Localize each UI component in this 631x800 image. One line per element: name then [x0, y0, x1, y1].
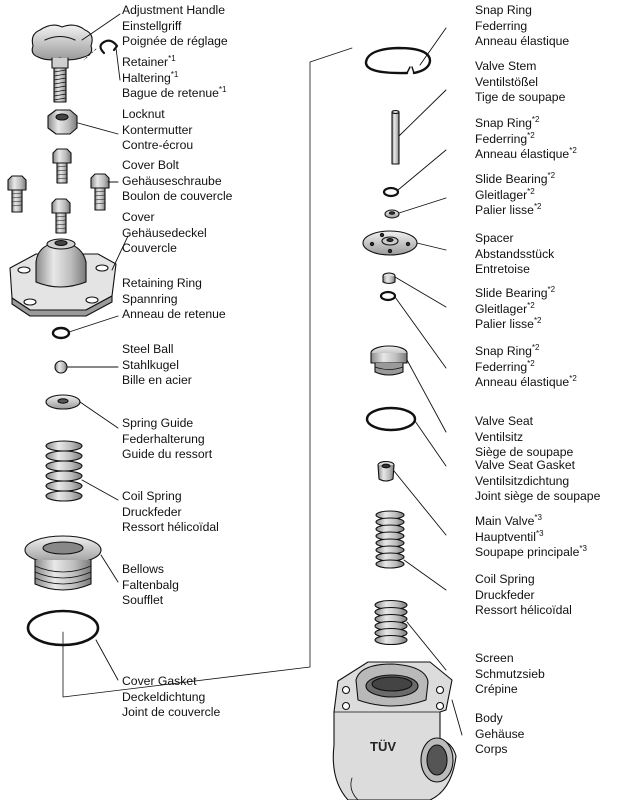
retaining-ring-part: [51, 326, 71, 340]
label-spring-guide: Spring Guide Federhalterung Guide du res…: [122, 416, 213, 462]
label-main-valve: Main Valve*3 Hauptventil*3 Soupape princ…: [475, 512, 587, 560]
label-cover-gasket: Cover Gasket Deckeldichtung Joint de cou…: [122, 674, 221, 720]
adjustment-handle-part: [31, 24, 93, 103]
main-valve-part: [377, 460, 395, 482]
cover-gasket-part: [26, 609, 100, 647]
label-steel-ball: Steel Ball Stahlkugel Bille en acier: [122, 342, 192, 388]
label-retaining-ring: Retaining Ring Spannring Anneau de reten…: [122, 276, 226, 322]
label-screen: Screen Schmutzsieb Crépine: [475, 651, 545, 697]
leader-lines: [66, 13, 463, 736]
label-adjustment-handle: Adjustment Handle Einstellgriff Poignée …: [122, 3, 228, 49]
body-marking: TÜV: [370, 739, 396, 754]
label-spacer: Spacer Abstandsstück Entretoise: [475, 231, 555, 277]
locknut-part: [47, 109, 78, 135]
snap-ring-top-part: [364, 46, 432, 75]
label-slide-bearing-b: Slide Bearing*2 Gleitlager*2 Palier liss…: [475, 284, 556, 332]
spacer-part: [362, 230, 418, 256]
snap-ring-a-part: [382, 186, 400, 198]
label-locknut: Locknut Kontermutter Contre-écrou: [122, 107, 194, 153]
label-valve-seat-gasket: Valve Seat Gasket Ventilsitzdichtung Joi…: [475, 458, 601, 504]
label-slide-bearing-a: Slide Bearing*2 Gleitlager*2 Palier liss…: [475, 170, 556, 218]
label-cover: Cover Gehäusedeckel Couvercle: [122, 210, 207, 256]
label-valve-seat: Valve Seat Ventilsitz Siège de soupape: [475, 414, 574, 460]
cover-bolt-part: [7, 148, 110, 234]
label-snap-ring-b: Snap Ring*2 Federring*2 Anneau élastique…: [475, 342, 577, 390]
slide-bearing-a-part: [384, 209, 400, 219]
routing-line: [62, 47, 353, 698]
label-snap-ring-top: Snap Ring Federring Anneau élastique: [475, 3, 570, 49]
snap-ring-b-part: [379, 290, 397, 302]
steel-ball-part: [54, 360, 68, 374]
spring-guide-part: [45, 394, 81, 410]
screen-part: [374, 599, 408, 646]
label-body: Body Gehäuse Corps: [475, 711, 525, 757]
slide-bearing-b-part: [382, 272, 396, 285]
cover-part: [9, 238, 117, 317]
label-valve-stem: Valve Stem Ventilstößel Tige de soupape: [475, 59, 566, 105]
label-snap-ring-a: Snap Ring*2 Federring*2 Anneau élastique…: [475, 114, 577, 162]
valve-seat-gasket-part: [365, 406, 417, 432]
label-bellows: Bellows Faltenbalg Soufflet: [122, 562, 179, 608]
label-cover-bolt: Cover Bolt Gehäuseschraube Boulon de cou…: [122, 158, 233, 204]
coil-spring-right-part: [375, 510, 405, 569]
valve-seat-part: [370, 345, 408, 376]
label-retainer: Retainer*1 Haltering*1 Bague de retenue*…: [122, 53, 227, 101]
label-coil-spring-right: Coil Spring Druckfeder Ressort hélicoïda…: [475, 572, 572, 618]
valve-stem-part: [391, 109, 400, 165]
body-part: [332, 661, 457, 800]
bellows-part: [24, 535, 102, 591]
coil-spring-left-part: [45, 440, 83, 502]
retainer-part: [83, 39, 119, 61]
label-coil-spring-left: Coil Spring Druckfeder Ressort hélicoïda…: [122, 489, 219, 535]
